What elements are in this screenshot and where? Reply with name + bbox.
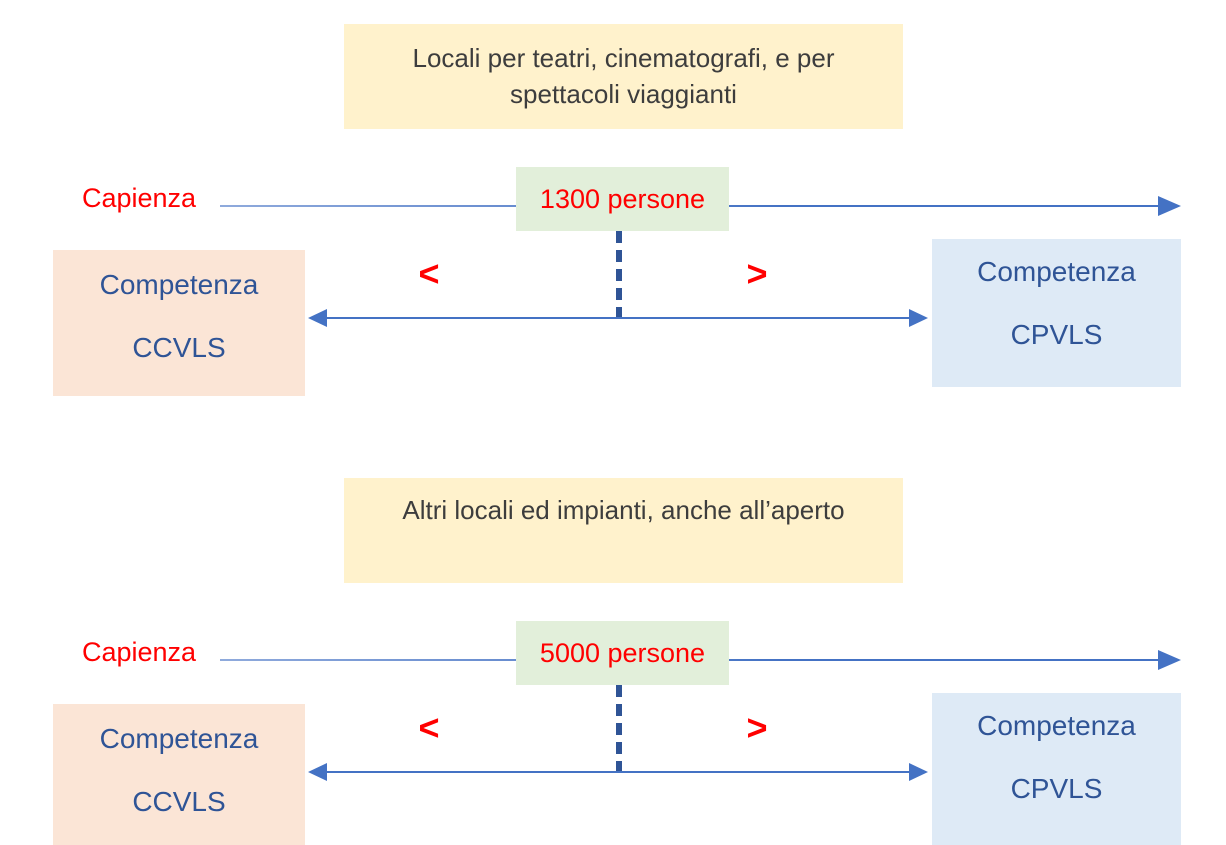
competenza-cpvls-box: Competenza CPVLS bbox=[932, 239, 1181, 387]
ccvls-box-name: CCVLS bbox=[132, 786, 226, 817]
category-box: Altri locali ed impianti, anche all’aper… bbox=[344, 478, 903, 583]
competenza-ccvls-box: Competenza CCVLS bbox=[53, 250, 305, 396]
threshold-divider-dashed-line bbox=[616, 231, 622, 318]
threshold-divider-dashed-line bbox=[616, 685, 622, 772]
threshold-value: 1300 persone bbox=[539, 183, 706, 214]
section-teatri: Locali per teatri, cinematografi, e per … bbox=[0, 0, 1226, 420]
capacity-axis-label: Capienza bbox=[82, 183, 197, 213]
ccvls-box-title: Competenza bbox=[99, 723, 259, 754]
greater-than-symbol: > bbox=[746, 253, 768, 294]
range-arrow-left-head-icon bbox=[308, 763, 327, 781]
cpvls-box-title: Competenza bbox=[977, 256, 1136, 287]
range-arrow-line bbox=[325, 317, 911, 319]
threshold-value: 5000 persone bbox=[539, 637, 706, 668]
cpvls-box-title: Competenza bbox=[977, 710, 1136, 741]
cpvls-box-name: CPVLS bbox=[1010, 773, 1103, 804]
capacity-axis-arrowhead-icon bbox=[1158, 650, 1181, 670]
greater-than-symbol: > bbox=[746, 707, 768, 748]
threshold-box: 1300 persone bbox=[516, 167, 729, 231]
range-arrow-left-head-icon bbox=[308, 309, 327, 327]
threshold-box: 5000 persone bbox=[516, 621, 729, 685]
less-than-symbol: < bbox=[418, 253, 440, 294]
capacity-axis-arrowhead-icon bbox=[1158, 196, 1181, 216]
ccvls-box-title: Competenza bbox=[99, 269, 259, 300]
section-altri-locali: Altri locali ed impianti, anche all’aper… bbox=[0, 454, 1226, 845]
cpvls-box-name: CPVLS bbox=[1010, 319, 1103, 350]
category-label: Altri locali ed impianti, anche all’aper… bbox=[402, 495, 845, 525]
category-box: Locali per teatri, cinematografi, e per … bbox=[344, 24, 903, 129]
category-label: Locali per teatri, cinematografi, e per … bbox=[412, 43, 835, 109]
competenza-cpvls-box: Competenza CPVLS bbox=[932, 693, 1181, 845]
range-arrow-right-head-icon bbox=[909, 309, 928, 327]
capacity-axis-label: Capienza bbox=[82, 637, 197, 667]
ccvls-box-name: CCVLS bbox=[132, 332, 226, 363]
competenza-ccvls-box: Competenza CCVLS bbox=[53, 704, 305, 845]
less-than-symbol: < bbox=[418, 707, 440, 748]
range-arrow-line bbox=[325, 771, 911, 773]
range-arrow-right-head-icon bbox=[909, 763, 928, 781]
